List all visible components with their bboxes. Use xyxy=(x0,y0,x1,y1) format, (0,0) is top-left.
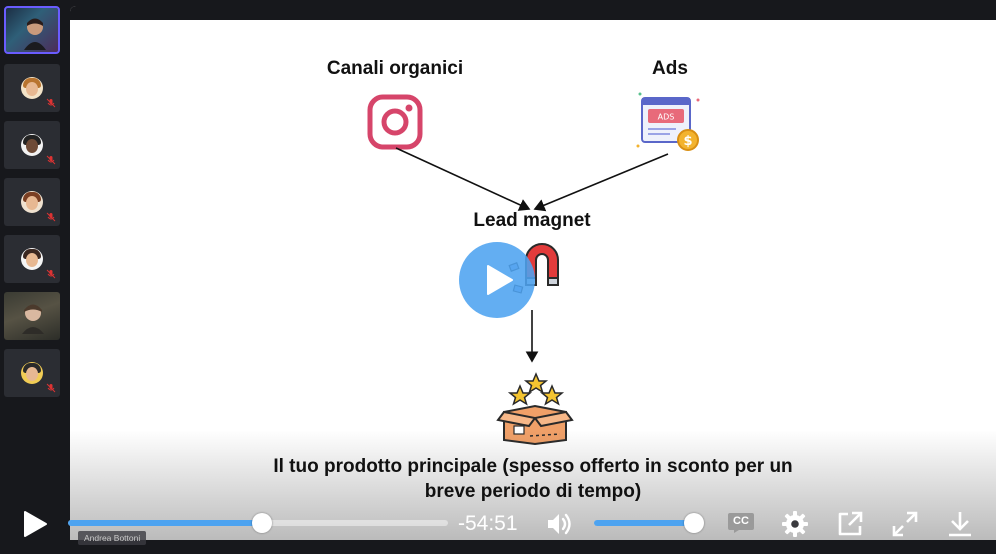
avatar xyxy=(21,362,43,384)
participant-tile[interactable] xyxy=(4,64,60,112)
stage-top-bar xyxy=(70,6,996,20)
closed-captions-icon[interactable]: CC xyxy=(727,512,755,534)
popout-icon[interactable] xyxy=(836,510,864,538)
mic-muted-icon xyxy=(46,212,56,222)
label-lead-magnet: Lead magnet xyxy=(473,210,591,231)
download-icon[interactable] xyxy=(946,510,974,538)
avatar xyxy=(21,191,43,213)
avatar xyxy=(21,134,43,156)
volume-fill xyxy=(594,520,694,526)
presenter-name-tag: Andrea Bottoni xyxy=(78,531,147,545)
ads-icon: ADS $ xyxy=(636,92,700,151)
participant-tile[interactable] xyxy=(4,178,60,226)
slide-caption: Il tuo prodotto principale (spesso offer… xyxy=(273,456,793,502)
participant-tile[interactable] xyxy=(4,349,60,397)
mic-muted-icon xyxy=(46,269,56,279)
volume-icon[interactable] xyxy=(545,510,573,538)
closed-captions-frame xyxy=(728,513,754,533)
participant-tile-active[interactable] xyxy=(4,6,60,54)
participant-strip xyxy=(0,0,66,554)
progress-handle[interactable] xyxy=(251,513,272,533)
mic-muted-icon xyxy=(46,383,56,393)
center-play-button[interactable] xyxy=(459,242,535,318)
volume-handle[interactable] xyxy=(684,513,704,533)
participant-video-icon xyxy=(22,304,44,334)
label-ads: Ads xyxy=(652,58,688,79)
shared-slide[interactable]: Canali organici Ads ADS $ xyxy=(70,6,996,540)
participant-video-icon xyxy=(24,18,46,50)
avatar xyxy=(21,77,43,99)
progress-fill xyxy=(68,520,262,526)
time-remaining: -54:51 xyxy=(458,512,518,535)
fullscreen-icon[interactable] xyxy=(891,510,919,538)
ads-badge-text: ADS xyxy=(658,113,675,122)
mic-muted-icon xyxy=(46,155,56,165)
participant-tile[interactable] xyxy=(4,235,60,283)
mic-muted-icon xyxy=(46,98,56,108)
label-organic-channels: Canali organici xyxy=(326,58,464,79)
instagram-icon xyxy=(367,94,423,150)
avatar xyxy=(21,248,43,270)
closed-captions-label: CC xyxy=(733,515,749,527)
svg-text:$: $ xyxy=(683,134,692,149)
player-controls xyxy=(0,500,996,554)
gear-icon[interactable] xyxy=(781,510,809,538)
participant-tile[interactable] xyxy=(4,121,60,169)
product-box-icon xyxy=(496,372,574,446)
play-icon xyxy=(487,265,513,295)
play-icon[interactable] xyxy=(22,510,48,538)
participant-tile[interactable] xyxy=(4,292,60,340)
